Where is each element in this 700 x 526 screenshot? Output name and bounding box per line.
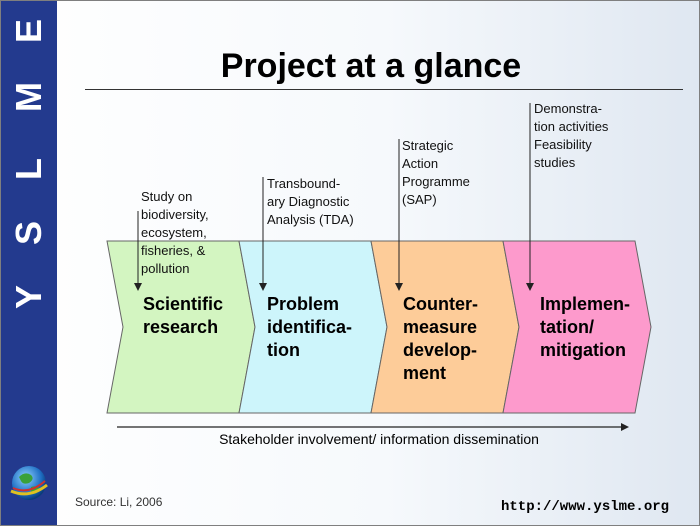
- page-title: Project at a glance: [220, 47, 522, 85]
- stage-label-line: tation/: [540, 317, 594, 337]
- title-divider: [85, 89, 683, 90]
- globe-logo-icon: [10, 466, 48, 500]
- note-line: ecosystem,: [141, 225, 207, 240]
- note-line: pollution: [141, 261, 190, 276]
- stage-label-line: develop-: [403, 340, 478, 360]
- note-tda: Transbound- ary Diagnostic Analysis (TDA…: [267, 175, 354, 229]
- stage-label-line: Counter-: [403, 294, 478, 314]
- note-line: fisheries, &: [141, 243, 206, 258]
- stakeholder-caption: Stakeholder involvement/ information dis…: [219, 431, 539, 447]
- stage-label-problem-identification: Problem identifica- tion: [267, 293, 352, 362]
- note-line: Analysis (TDA): [267, 212, 354, 227]
- note-line: ary Diagnostic: [267, 194, 350, 209]
- note-scientific: Study on biodiversity, ecosystem, fisher…: [141, 188, 209, 278]
- note-line: Transbound-: [267, 176, 341, 191]
- stage-label-line: ment: [403, 363, 447, 383]
- stage-label-line: identifica-: [267, 317, 353, 337]
- note-line: Study on: [141, 189, 193, 204]
- source-citation: Source: Li, 2006: [75, 495, 163, 509]
- note-line: Programme: [402, 174, 470, 189]
- note-line: tion activities: [534, 119, 609, 134]
- stage-label-line: tion: [267, 340, 300, 360]
- stage-label-line: measure: [403, 317, 478, 337]
- note-demonstration: Demonstra- tion activities Feasibility s…: [534, 100, 608, 172]
- stage-label-line: Problem: [267, 294, 340, 314]
- note-sap: Strategic Action Programme (SAP): [402, 137, 470, 209]
- note-line: Action: [402, 156, 439, 171]
- stage-label-line: Implemen-: [540, 294, 631, 314]
- stage-label-scientific-research: Scientific research: [143, 293, 223, 339]
- note-line: studies: [534, 155, 576, 170]
- sidebar: E M L S Y: [1, 1, 57, 525]
- stage-label-implementation: Implemen- tation/ mitigation: [540, 293, 630, 362]
- note-line: Demonstra-: [534, 101, 602, 116]
- stage-label-line: research: [143, 317, 219, 337]
- stage-label-countermeasure-development: Counter- measure develop- ment: [403, 293, 478, 385]
- note-line: Strategic: [402, 138, 454, 153]
- stage-chevron-implementation: [502, 240, 652, 414]
- stage-label-line: mitigation: [540, 340, 626, 360]
- stage-label-line: Scientific: [143, 294, 224, 314]
- website-url[interactable]: http://www.yslme.org: [501, 499, 670, 515]
- note-line: biodiversity,: [141, 207, 209, 222]
- note-line: Feasibility: [534, 137, 592, 152]
- note-line: (SAP): [402, 192, 437, 207]
